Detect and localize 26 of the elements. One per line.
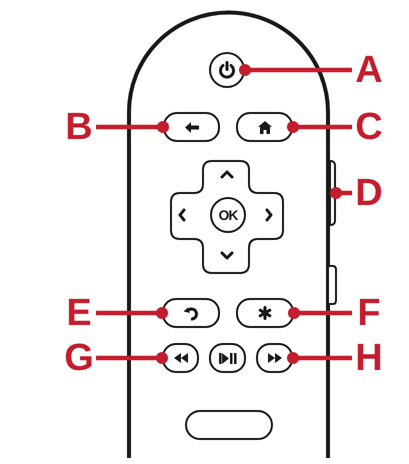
replay-button [162, 298, 220, 328]
callout-letter: F [352, 297, 386, 329]
callout-letter: G [62, 342, 96, 374]
star-button [236, 298, 294, 328]
home-button [236, 112, 293, 142]
rewind-button [162, 343, 199, 373]
leader-line [286, 352, 352, 364]
callout-letter: A [352, 54, 386, 86]
callout-letter: C [352, 111, 386, 143]
play-pause-button [209, 343, 246, 373]
leader-line [330, 186, 352, 200]
leader-line [286, 120, 352, 134]
leader-line [288, 306, 352, 320]
bottom-button [185, 410, 273, 440]
power-button [209, 52, 245, 88]
callout-letter: H [352, 342, 386, 374]
leader-line [96, 306, 168, 320]
leader-line [238, 64, 352, 76]
ok-label: OK [218, 206, 239, 224]
callout-letter: E [62, 297, 96, 329]
back-button [163, 112, 220, 142]
callout-letter: D [352, 177, 386, 209]
fast-forward-button [256, 343, 293, 373]
leader-line [96, 352, 168, 364]
callout-letter: B [62, 111, 96, 143]
leader-line [96, 120, 170, 134]
